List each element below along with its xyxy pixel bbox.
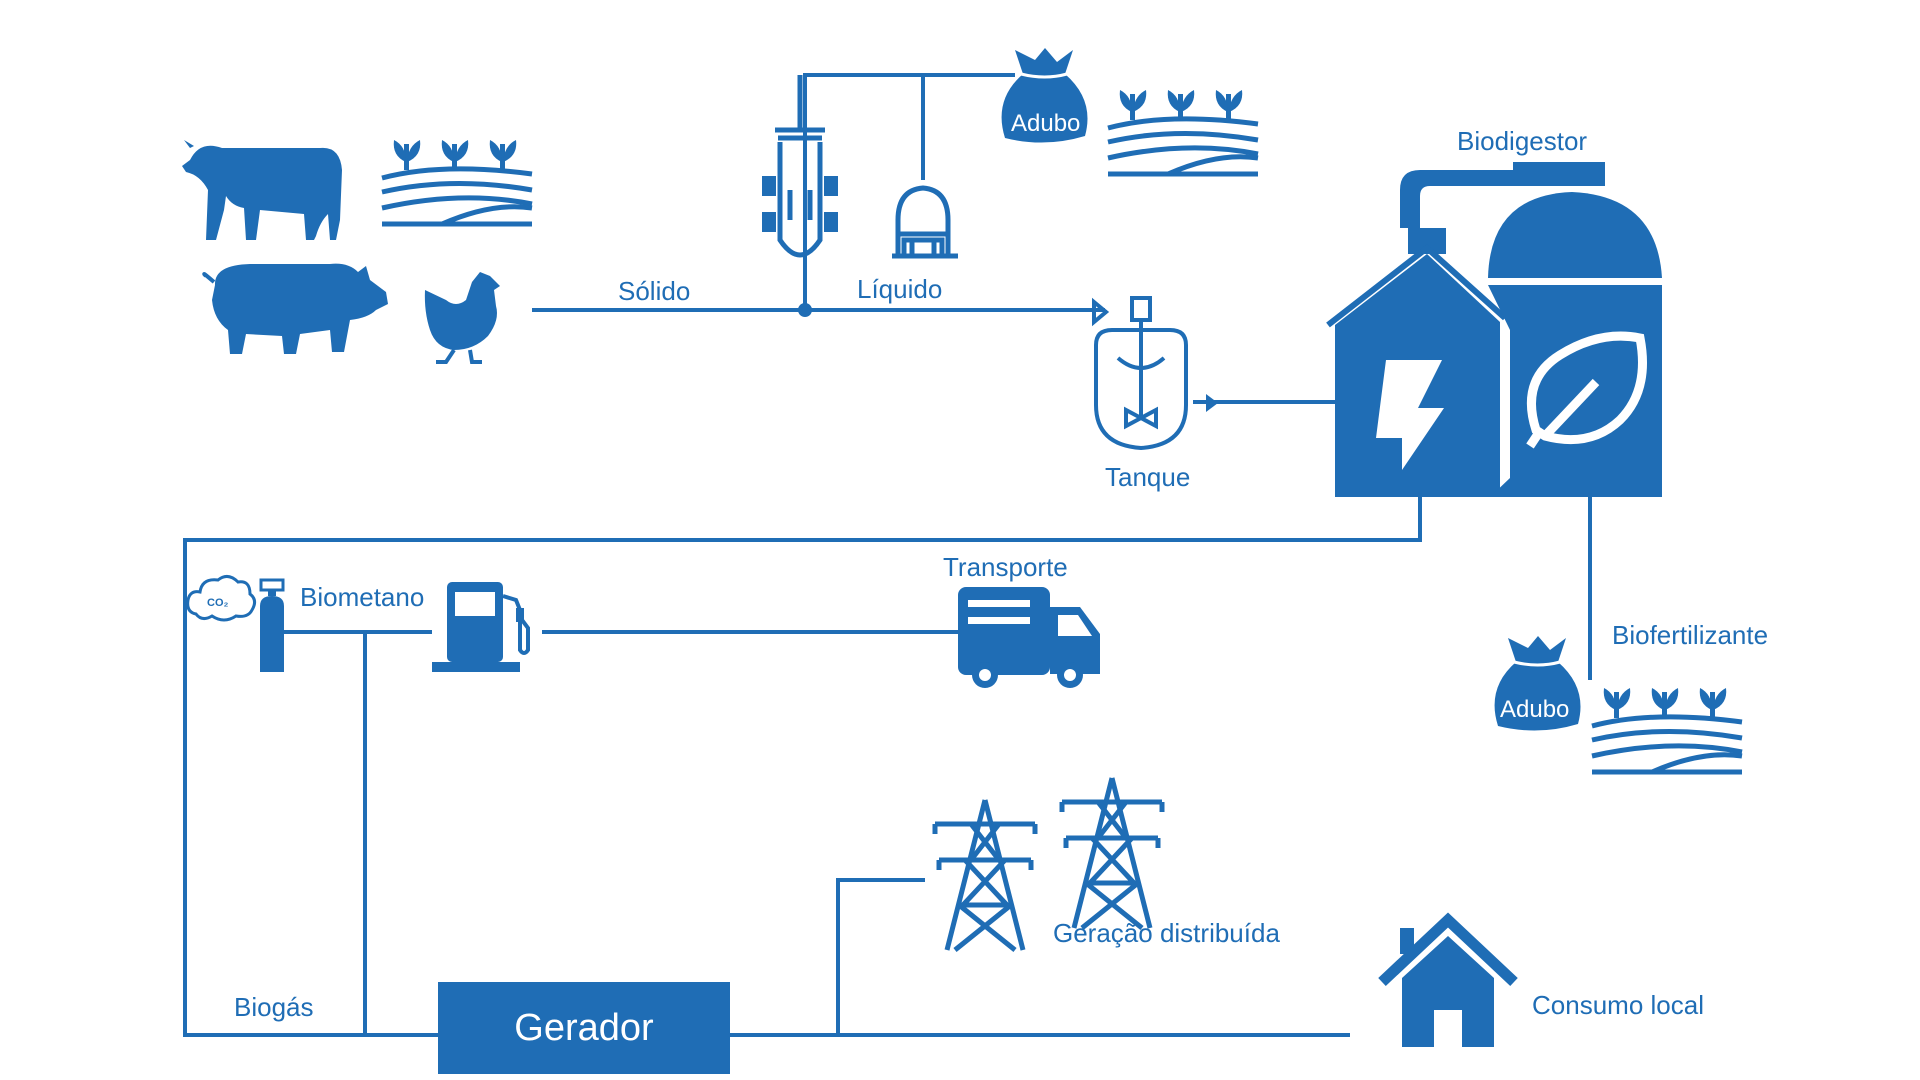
farm-field-icon	[382, 140, 532, 224]
adubo-label-bottom: Adubo	[1500, 696, 1570, 723]
arrow-head-tanque	[1092, 297, 1110, 327]
house-icon	[1378, 912, 1518, 1047]
label-liquido: Líquido	[857, 274, 943, 304]
label-geracao-distribuida: Geração distribuída	[1053, 918, 1280, 948]
label-tanque: Tanque	[1105, 462, 1191, 492]
biodigester-icon	[1326, 162, 1662, 497]
farm-field-icon	[1592, 688, 1742, 772]
label-biogas: Biogás	[234, 992, 314, 1022]
chicken-icon	[424, 272, 500, 364]
power-tower-icon	[935, 800, 1035, 950]
label-biofertilizante: Biofertilizante	[1612, 620, 1769, 650]
label-consumo-local: Consumo local	[1532, 990, 1704, 1020]
gerador-box: Gerador	[438, 982, 730, 1074]
fuel-pump-icon	[432, 582, 530, 672]
truck-icon	[958, 587, 1100, 688]
liquid-tank-icon	[892, 185, 958, 259]
co2-cloud-icon	[186, 575, 257, 622]
label-biometano: Biometano	[300, 582, 425, 612]
leaf-icon	[1526, 331, 1647, 449]
junction-dot	[798, 303, 812, 317]
cow-icon	[182, 140, 342, 240]
separator-icon	[762, 75, 838, 258]
farm-field-icon	[1108, 90, 1258, 174]
pig-icon	[202, 263, 388, 354]
co2-label: CO₂	[207, 597, 229, 609]
adubo-label-top: Adubo	[1011, 110, 1081, 137]
mixing-tank-icon	[1094, 296, 1188, 451]
label-solido: Sólido	[618, 276, 691, 306]
label-biodigestor: Biodigestor	[1457, 126, 1588, 156]
arrow-head-biodigestor	[1206, 394, 1218, 412]
label-transporte: Transporte	[943, 552, 1068, 582]
gas-cylinder-icon	[259, 578, 285, 672]
power-tower-icon	[1062, 778, 1162, 928]
flow-lines	[183, 73, 1592, 1037]
lightning-icon	[1376, 360, 1444, 470]
